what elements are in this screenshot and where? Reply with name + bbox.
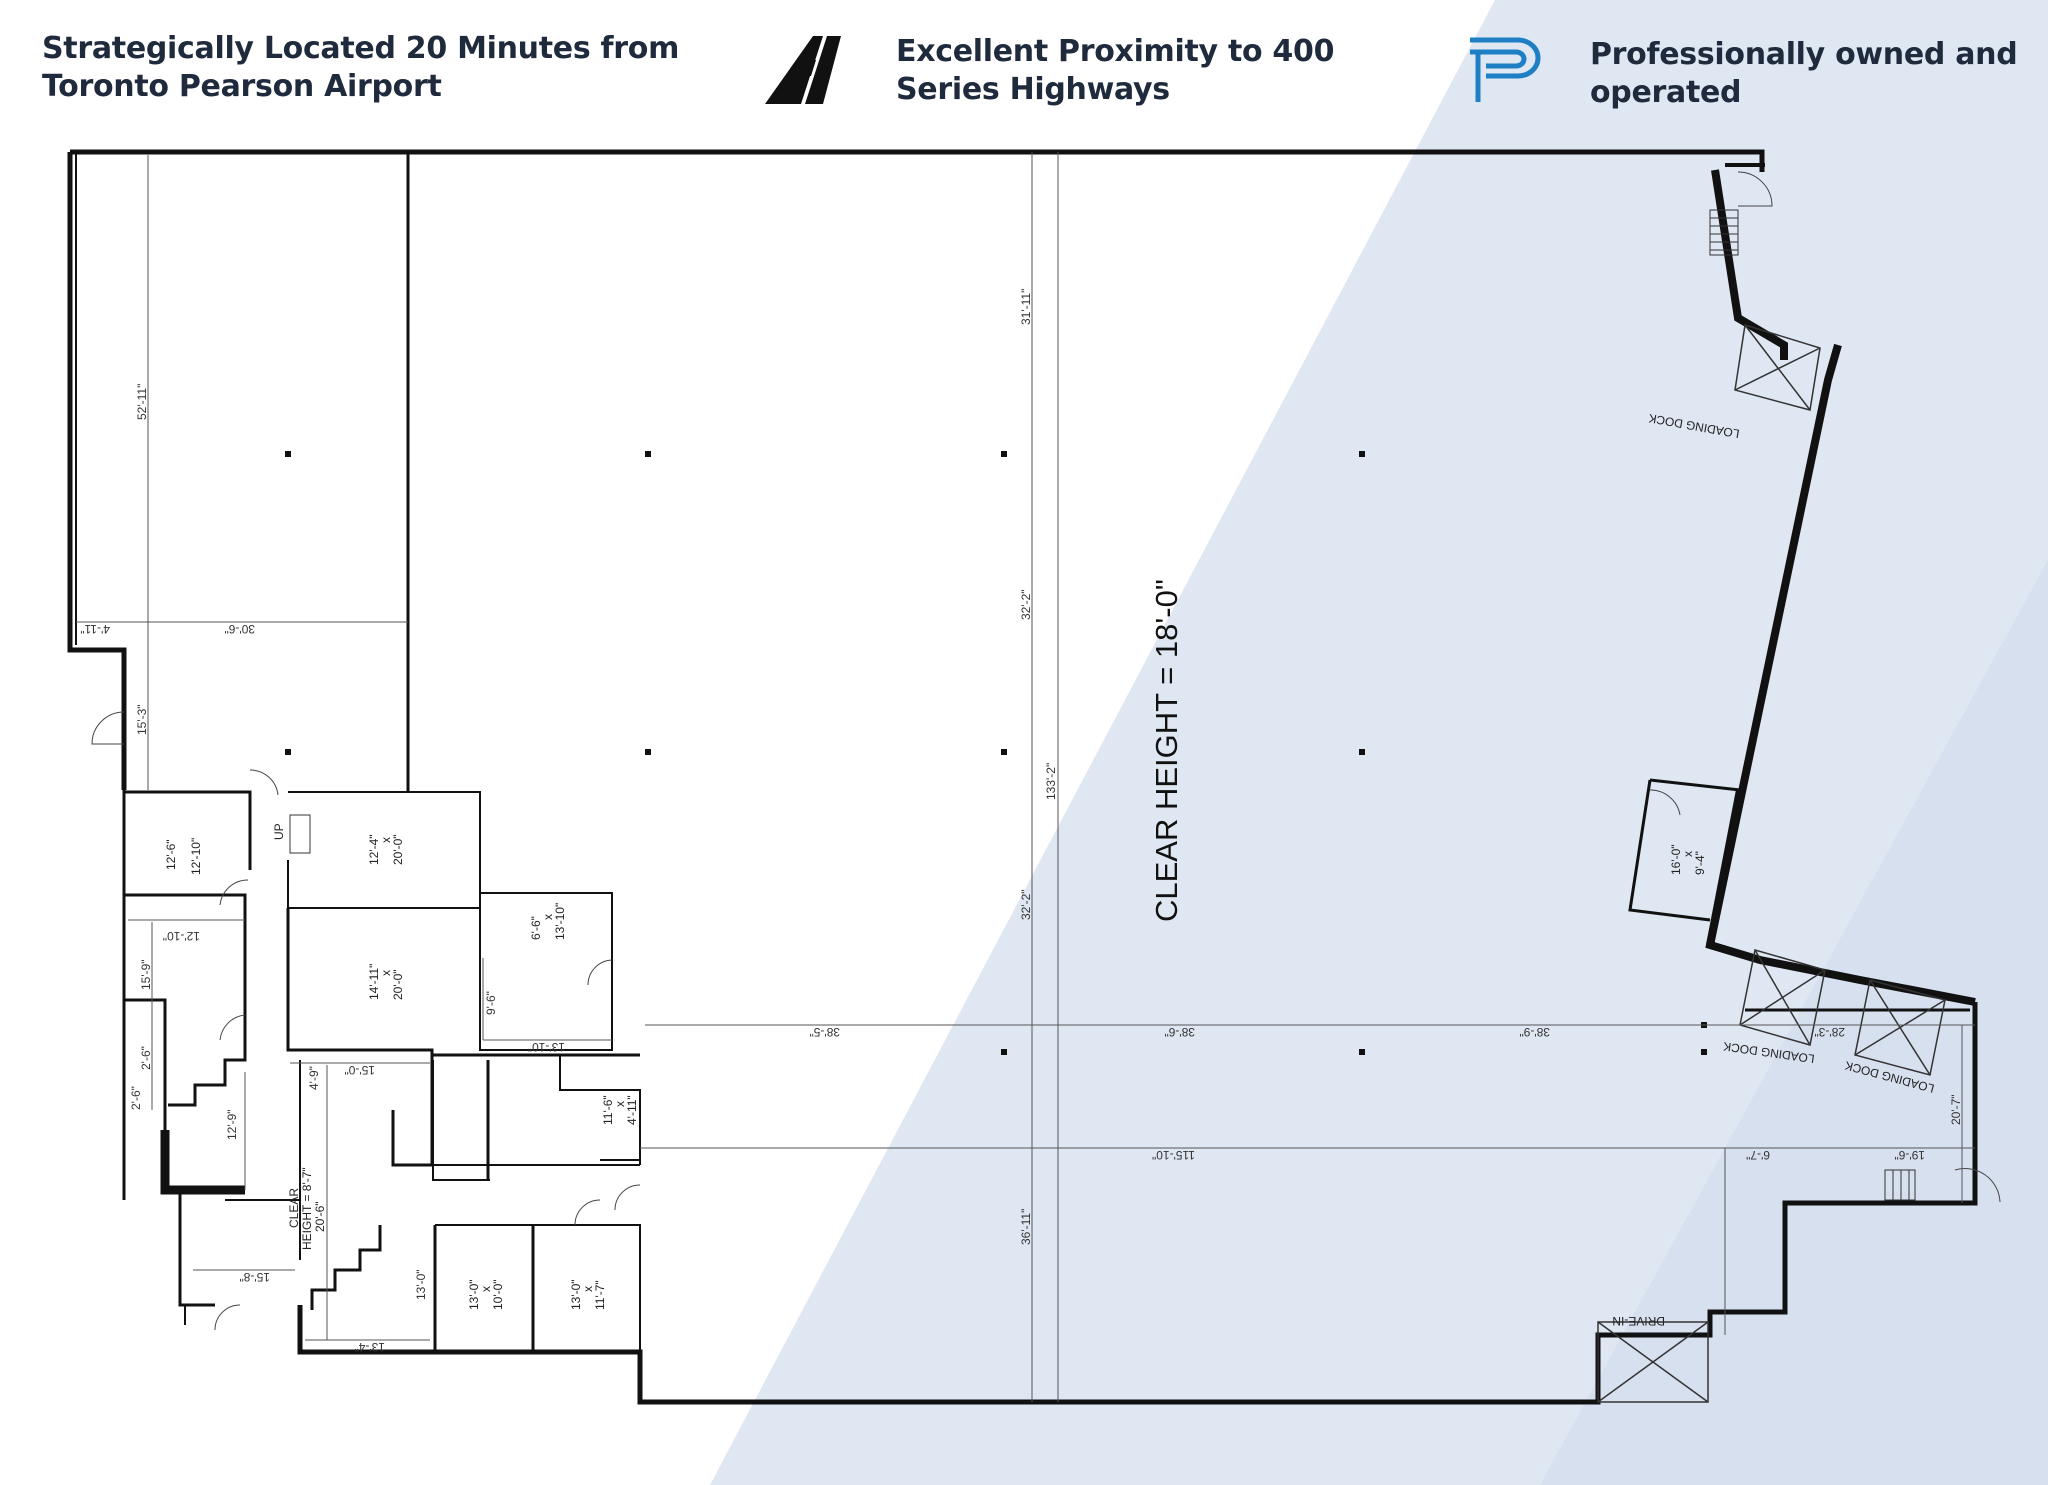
dim-32-2-b: 32'-2" [1019,889,1033,920]
dim-30-6: 30'-6" [224,622,255,636]
dim-15-8: 15'-8" [239,1270,270,1284]
feature-ownership: Professionally owned and operated [1590,36,2018,112]
drive-in-label: DRIVE-IN [1612,1314,1665,1328]
dim-13-0: 13'-0" [414,1269,428,1300]
svg-text:4'-11": 4'-11" [625,1095,639,1125]
clear-height-label: CLEAR HEIGHT = 18'-0" [1149,579,1184,922]
dim-133-2: 133'-2" [1044,763,1058,800]
svg-text:x: x [1681,851,1695,857]
dim-19-6: 19'-6" [1894,1148,1925,1162]
svg-text:11'-6": 11'-6" [601,1095,615,1125]
dim-38-9: 38'-9" [1519,1025,1550,1039]
dim-15-3: 15'-3" [135,704,149,735]
svg-text:10'-0": 10'-0" [491,1279,505,1310]
svg-text:x: x [479,1286,493,1292]
dim-12-9: 12'-9" [225,1109,239,1140]
svg-text:13'-0": 13'-0" [467,1279,481,1310]
blue-diagonal-band-dark [1540,560,2048,1485]
svg-text:13'-10": 13'-10" [553,903,567,940]
svg-text:20'-0": 20'-0" [391,834,405,865]
dimension-lines [76,152,1975,1402]
feature-airport-line2: Toronto Pearson Airport [42,69,442,104]
dim-12-10: 12'-10" [163,929,200,943]
feature-highways-line2: Series Highways [896,72,1170,107]
highway-icon [765,36,841,104]
dim-31-11: 31'-11" [1019,289,1033,325]
room-8-size: 16'-0" x 9'-4" [1669,844,1707,875]
svg-text:20'-0": 20'-0" [391,969,405,1000]
dim-38-6: 38'-6" [1164,1025,1195,1039]
dim-9-6: 9'-6" [484,991,498,1015]
svg-text:x: x [541,914,555,920]
office-clear-height: CLEAR HEIGHT = 8'-7" 20'-6" [287,1167,327,1250]
feature-airport-line1: Strategically Located 20 Minutes from [42,31,680,66]
svg-text:x: x [613,1101,627,1107]
room-6-size: 13'-0" x 10'-0" [467,1279,505,1310]
svg-text:x: x [379,970,393,976]
stair-up-label: UP [272,823,286,840]
loading-dock-label-1: LOADING DOCK [1647,411,1740,441]
dim-2-6-a: 2'-6" [139,1046,153,1070]
room-5-size: 11'-6" x 4'-11" [601,1095,639,1125]
feature-ownership-line1: Professionally owned and [1590,37,2018,72]
dim-52-11: 52'-11" [135,384,149,420]
feature-highways: Excellent Proximity to 400 Series Highwa… [896,33,1334,109]
doors [91,171,2001,1331]
svg-text:9'-4": 9'-4" [1693,851,1707,875]
dim-6-7: 6'-7" [1746,1148,1770,1162]
dim-36-11: 36'-11" [1019,1209,1033,1245]
dim-13-4: 13'-4" [354,1340,385,1354]
stairs [289,209,1916,1201]
structural-columns [285,451,1707,1055]
room-3-size: 14'-11" x 20'-0" [367,964,405,1000]
svg-text:20'-6": 20'-6" [313,1201,327,1232]
dim-115-10: 115'-10" [1152,1148,1195,1162]
dim-13-10: 13'-10" [528,1040,565,1054]
room-1-size-b: 12'-10" [189,838,203,875]
dim-4-9: 4'-9" [307,1066,321,1090]
blue-diagonal-band [710,0,2048,1485]
room-1-size: 12'-6" [164,839,178,870]
logo-p-icon [1470,37,1541,102]
feature-highways-line1: Excellent Proximity to 400 [896,34,1335,69]
dim-15-9: 15'-9" [139,959,153,990]
feature-ownership-line2: operated [1590,75,1742,110]
svg-text:11'-7": 11'-7" [593,1280,607,1310]
room-2-size: 12'-4" x 20'-0" [367,834,405,865]
svg-text:CLEAR: CLEAR [287,1188,301,1228]
dim-4-11: 4'-11" [80,622,110,636]
dim-32-2-a: 32'-2" [1019,589,1033,620]
loading-dock-boxes [1597,324,1946,1403]
dim-28-3: 28'-3" [1814,1025,1845,1039]
svg-text:16'-0": 16'-0" [1669,844,1683,875]
svg-text:x: x [379,837,393,843]
svg-text:x: x [581,1286,595,1292]
svg-text:12'-6": 12'-6" [164,839,178,870]
svg-text:6'-6": 6'-6" [529,916,543,940]
svg-text:14'-11": 14'-11" [367,964,381,1000]
dim-38-5: 38'-5" [809,1025,840,1039]
svg-text:13'-0": 13'-0" [569,1279,583,1310]
room-labels: 12'-6" 12'-10" 12'-4" x 20'-0" 14'-11" x… [164,411,1936,1328]
svg-text:HEIGHT = 8'-7": HEIGHT = 8'-7" [300,1167,314,1250]
room-7-size: 13'-0" x 11'-7" [569,1279,607,1310]
dim-2-6-b: 2'-6" [129,1086,143,1110]
dim-20-7: 20'-7" [1949,1094,1963,1125]
svg-text:12'-4": 12'-4" [367,834,381,865]
dimension-labels: 52'-11" 30'-6" 4'-11" 15'-3" 31'-11" 32'… [80,289,1963,1354]
dim-15-0: 15'-0" [344,1063,375,1077]
feature-airport: Strategically Located 20 Minutes from To… [42,30,679,106]
room-4-size: 6'-6" x 13'-10" [529,903,567,940]
